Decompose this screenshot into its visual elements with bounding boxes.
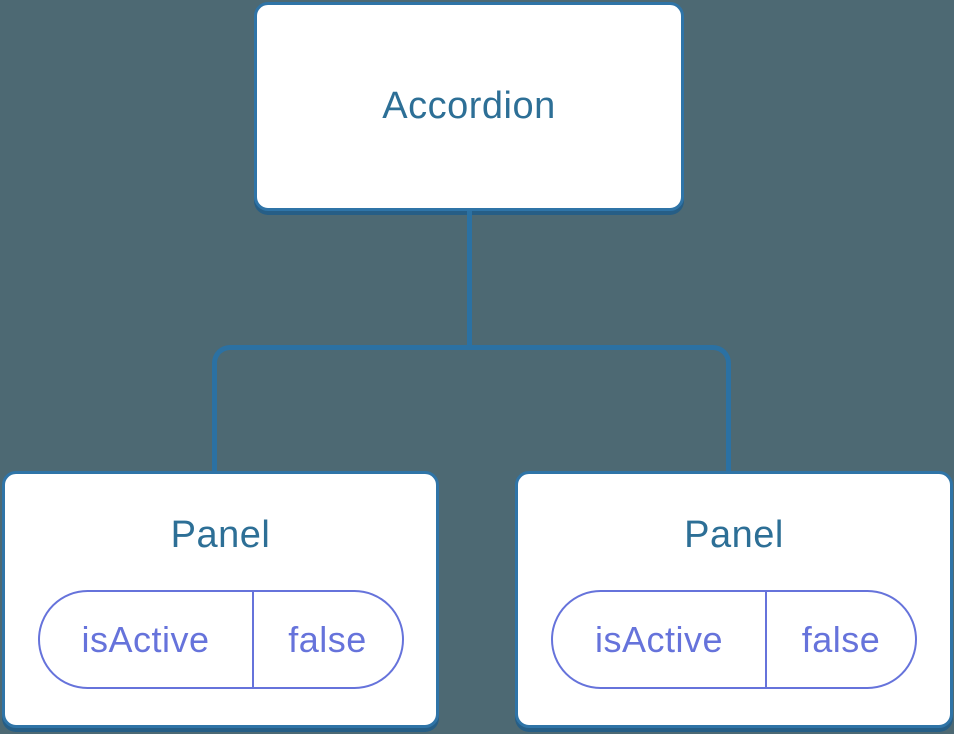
prop-value-left: false <box>288 618 367 660</box>
prop-pill-right: isActive false <box>551 590 917 689</box>
panel-node-right: Panel isActive false <box>515 471 953 728</box>
prop-pill-left: isActive false <box>37 590 404 689</box>
accordion-node-label: Accordion <box>382 85 556 127</box>
connector-stem <box>467 211 472 347</box>
accordion-node: Accordion <box>254 2 684 211</box>
prop-value-right: false <box>801 618 881 660</box>
panel-node-left: Panel isActive false <box>2 471 439 728</box>
panel-node-left-label: Panel <box>170 514 271 556</box>
connector-bracket <box>212 345 731 472</box>
prop-name-right: isActive <box>553 592 767 687</box>
panel-node-right-label: Panel <box>684 514 784 556</box>
prop-name-left: isActive <box>40 592 254 687</box>
